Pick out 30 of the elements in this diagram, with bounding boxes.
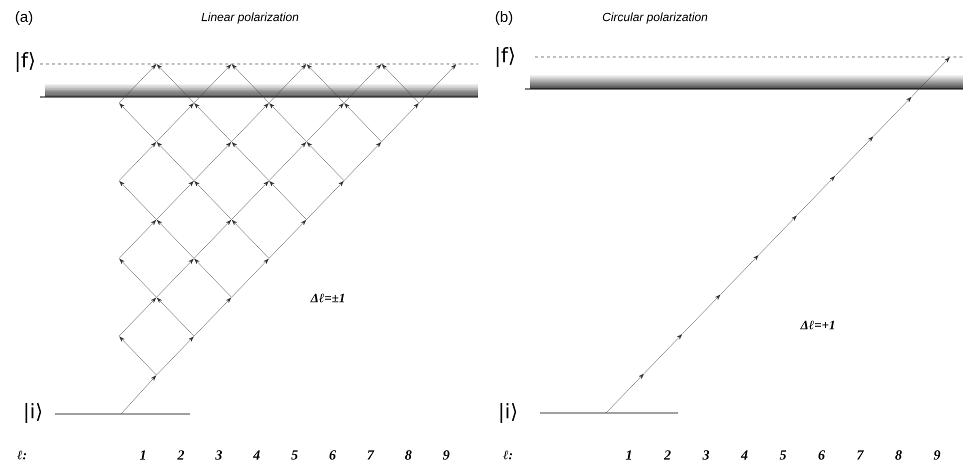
state-label: |i⟩: [26, 403, 42, 423]
tick-label: 8: [405, 450, 412, 460]
tick-label: 7: [368, 450, 374, 460]
state-label: |f⟩: [16, 52, 34, 72]
panel-label: (b): [496, 11, 512, 25]
tick-label: 9: [442, 450, 450, 460]
panel-title: Circular polarization: [602, 12, 708, 24]
axis-label: ℓ:: [503, 450, 512, 460]
axis-label: ℓ:: [17, 450, 26, 460]
tick-label: 3: [215, 450, 222, 460]
tick-label: 1: [140, 450, 146, 460]
tick-label: 7: [857, 450, 864, 460]
tick-label: 6: [818, 450, 825, 460]
tick-label: 9: [934, 450, 940, 460]
tick-label: 2: [664, 450, 671, 460]
selection-rule: Δℓ=+1: [800, 320, 834, 330]
tick-label: 8: [895, 450, 902, 460]
state-label: |f⟩: [496, 47, 514, 67]
tick-label: 3: [702, 450, 710, 460]
state-label: |i⟩: [500, 403, 516, 423]
tick-label: 2: [177, 450, 184, 460]
panel-title: Linear polarization: [202, 12, 298, 24]
tick-label: 5: [780, 450, 786, 460]
tick-label: 5: [291, 450, 298, 460]
tick-label: 4: [740, 450, 748, 460]
selection-rule: Δℓ=±1: [310, 294, 344, 302]
tick-label: 6: [330, 450, 336, 460]
panel-label: (a): [16, 11, 32, 25]
tick-label: 4: [253, 450, 260, 460]
tick-label: 1: [626, 450, 632, 460]
